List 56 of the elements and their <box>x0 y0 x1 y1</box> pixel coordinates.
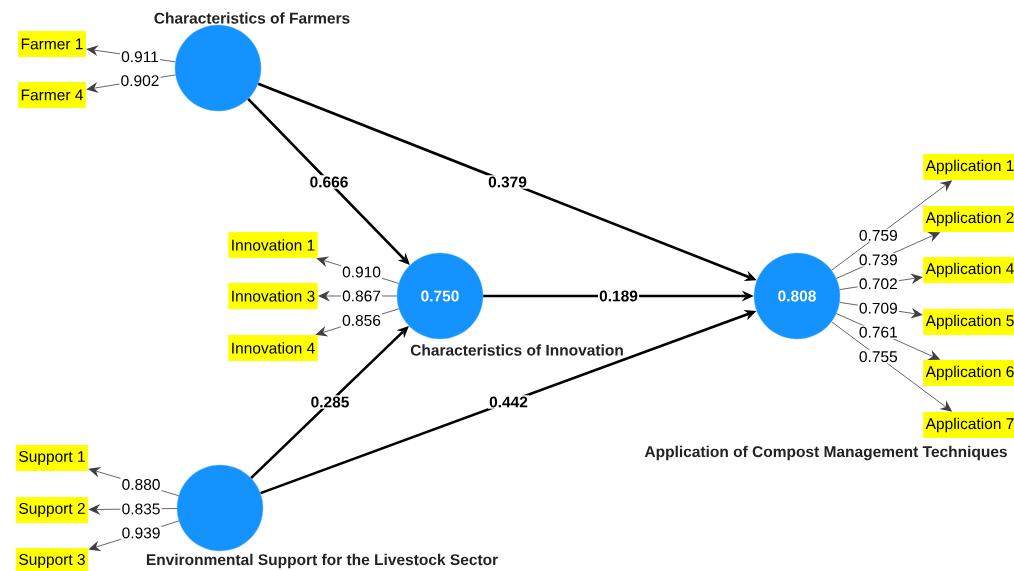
indicator-box: Application 5 <box>923 309 1014 335</box>
arrow <box>247 98 410 266</box>
arrow <box>250 325 409 479</box>
edge-label: 0.867 <box>340 289 383 303</box>
construct-circle <box>176 464 264 552</box>
arrow <box>839 273 923 290</box>
edge-label: 0.739 <box>857 253 899 267</box>
indicator-box: Application 6 <box>923 360 1014 386</box>
indicator-box: Farmer 1 <box>18 31 86 57</box>
indicator-box: Support 1 <box>15 445 89 471</box>
edge-label: 0.709 <box>857 301 899 315</box>
edge-label: 0.755 <box>857 349 899 364</box>
indicator-box: Innovation 1 <box>228 232 318 258</box>
arrow <box>315 308 400 337</box>
edge-label: 0.379 <box>486 175 529 189</box>
arrow <box>88 520 180 552</box>
edge-label: 0.835 <box>120 502 162 516</box>
arrow <box>88 503 178 515</box>
indicator-box: Farmer 4 <box>18 82 86 108</box>
edge-label: 0.939 <box>120 526 162 540</box>
construct-label: Characteristics of Innovation <box>410 344 623 356</box>
indicator-box: Application 2 <box>923 206 1014 232</box>
indicator-box: Application 4 <box>923 257 1014 283</box>
arrow <box>86 45 176 63</box>
edge-label: 0.880 <box>120 477 162 492</box>
edge-label: 0.761 <box>857 325 899 339</box>
edge-label: 0.702 <box>857 277 899 291</box>
arrow <box>260 309 757 495</box>
indicator-box: Support 3 <box>15 548 89 571</box>
arrow <box>839 302 923 319</box>
arrow <box>88 466 179 497</box>
construct-circle <box>174 24 262 112</box>
arrow <box>86 74 176 93</box>
indicator-box: Innovation 3 <box>228 283 318 309</box>
edge-label: 0.910 <box>340 265 383 279</box>
indicator-box: Support 2 <box>15 497 89 523</box>
arrow <box>483 290 754 302</box>
edge-label: 0.759 <box>857 228 899 243</box>
construct-label: Application of Compost Management Techniques <box>644 445 1007 461</box>
edge-label: 0.856 <box>340 313 383 328</box>
edge-label: 0.666 <box>308 175 350 189</box>
arrow <box>831 180 953 271</box>
construct-label: Environmental Support for the Livestock Sector <box>146 553 498 569</box>
arrow <box>836 232 941 279</box>
arrow <box>257 82 757 281</box>
indicator-box: Application 7 <box>923 412 1014 438</box>
construct-label: Characteristics of Farmers <box>154 12 350 24</box>
arrow <box>836 313 941 360</box>
indicator-box: Application 1 <box>923 154 1014 180</box>
indicator-box: Innovation 4 <box>228 335 318 361</box>
arrow <box>831 321 953 412</box>
edge-label: 0.189 <box>597 289 640 303</box>
edge-label: 0.285 <box>309 395 351 409</box>
edge-label: 0.902 <box>119 74 161 88</box>
edge-label: 0.442 <box>487 395 530 409</box>
edge-label: 0.911 <box>119 50 160 64</box>
